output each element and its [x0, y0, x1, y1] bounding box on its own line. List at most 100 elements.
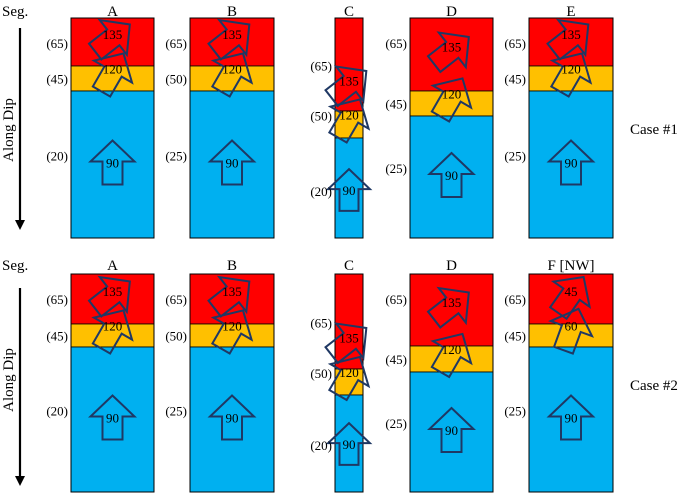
depth-label: (20): [46, 149, 68, 164]
depth-label: (50): [165, 72, 187, 87]
rake-angle-label: 90: [343, 183, 356, 198]
rake-angle-label: 120: [442, 87, 462, 102]
rake-angle-label: 135: [222, 27, 242, 42]
blue-band: [189, 346, 275, 493]
depth-label: (65): [504, 36, 526, 51]
slip-direction-arrow-icon: [548, 275, 592, 321]
blue-band: [528, 346, 614, 493]
column-border: [189, 273, 275, 493]
blue-band: [528, 90, 614, 239]
rake-angle-label: 120: [103, 319, 123, 334]
segment-column-c: C 135 (65) 120 (50) 90 (20): [310, 4, 373, 239]
blue-band: [409, 371, 494, 493]
slip-direction-arrow-icon: [427, 406, 476, 453]
down-arrow-icon: [15, 220, 25, 230]
depth-label: (20): [310, 184, 332, 199]
yellow-band: [409, 90, 494, 117]
rake-angle-label: 135: [339, 331, 359, 346]
rake-angle-label: 135: [103, 284, 123, 299]
slip-direction-arrow-icon: [87, 275, 131, 318]
depth-label: (25): [385, 416, 407, 431]
blue-band: [70, 90, 155, 239]
red-band: [189, 17, 275, 67]
slip-direction-arrow-icon: [207, 394, 257, 441]
slip-direction-arrow-icon: [88, 139, 137, 186]
rake-angle-label: 135: [561, 27, 581, 42]
rake-angle-label: 90: [226, 156, 239, 171]
column-name: C: [344, 4, 354, 20]
along-dip-label: Along Dip: [1, 348, 17, 412]
depth-label: (20): [310, 438, 332, 453]
depth-label: (25): [165, 404, 187, 419]
blue-band: [70, 346, 155, 493]
slip-direction-arrow-icon: [426, 31, 470, 74]
slip-direction-arrow-icon: [546, 18, 590, 61]
rake-angle-label: 90: [106, 156, 119, 171]
depth-label: (65): [504, 292, 526, 307]
slip-direction-arrow-icon: [207, 275, 251, 318]
depth-label: (65): [165, 36, 187, 51]
depth-label: (25): [165, 149, 187, 164]
depth-label: (45): [504, 72, 526, 87]
depth-label: (65): [310, 59, 332, 74]
column-border: [528, 273, 614, 493]
depth-label: (50): [310, 109, 332, 124]
rake-angle-label: 135: [222, 284, 242, 299]
rake-angle-label: 135: [103, 27, 123, 42]
depth-label: (65): [385, 292, 407, 307]
column-border: [409, 17, 494, 239]
slip-direction-arrow-icon: [210, 52, 254, 98]
down-arrow-icon: [15, 476, 25, 486]
depth-label: (65): [165, 292, 187, 307]
red-band: [528, 17, 614, 67]
column-name: A: [107, 258, 118, 274]
slip-direction-arrow-icon: [210, 309, 254, 355]
column-border: [70, 17, 155, 239]
red-band: [70, 17, 155, 67]
slip-direction-arrow-icon: [324, 322, 368, 365]
slip-direction-arrow-icon: [546, 394, 596, 441]
slip-direction-arrow-icon: [327, 355, 371, 402]
column-border: [334, 17, 364, 239]
slip-direction-arrow-icon: [325, 421, 373, 466]
column-name: E: [566, 4, 575, 20]
rake-angle-label: 120: [339, 365, 359, 380]
column-name: D: [446, 258, 457, 274]
rake-angle-label: 120: [222, 62, 242, 77]
slip-direction-arrow-icon: [207, 18, 251, 61]
rake-angle-label: 120: [442, 342, 462, 357]
slip-direction-arrow-icon: [88, 394, 137, 441]
slip-direction-arrow-icon: [91, 309, 134, 355]
column-name: A: [107, 4, 118, 20]
column-name: D: [446, 4, 457, 20]
depth-label: (45): [504, 329, 526, 344]
case-label: Case #1: [630, 122, 678, 138]
rake-angle-label: 90: [565, 156, 578, 171]
slip-direction-arrow-icon: [426, 286, 470, 329]
slip-direction-arrow-icon: [546, 139, 596, 186]
rake-angle-label: 135: [442, 295, 462, 310]
rake-angle-label: 120: [339, 108, 359, 123]
rake-angle-label: 45: [565, 284, 578, 299]
rake-angle-label: 60: [565, 319, 578, 334]
depth-label: (65): [46, 36, 68, 51]
rake-angle-label: 135: [339, 74, 359, 89]
slip-direction-arrow-icon: [327, 98, 371, 144]
slip-direction-arrow-icon: [325, 167, 373, 212]
case-label: Case #2: [630, 378, 678, 394]
slip-direction-arrow-icon: [430, 77, 473, 123]
rake-angle-label: 90: [445, 168, 458, 183]
rake-angle-label: 90: [343, 437, 356, 452]
depth-label: (25): [504, 149, 526, 164]
depth-label: (20): [46, 404, 68, 419]
